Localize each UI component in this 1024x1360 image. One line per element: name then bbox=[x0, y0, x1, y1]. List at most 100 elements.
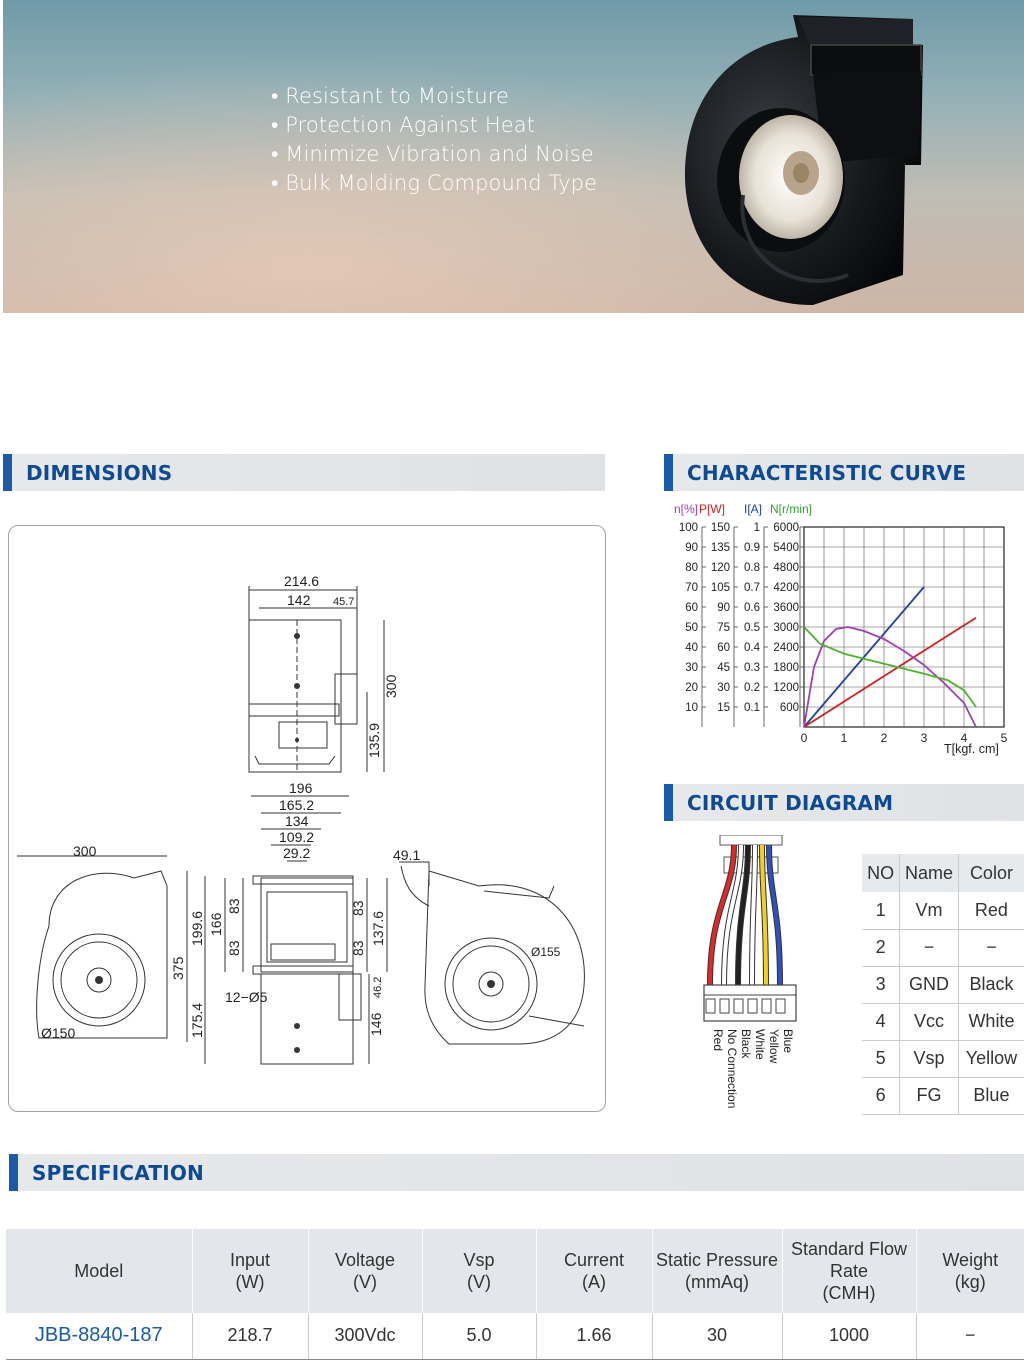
dim-label: 83 bbox=[350, 900, 366, 916]
spec-header: Vsp(V) bbox=[422, 1229, 537, 1313]
feature-item: Resistant to Moisture bbox=[271, 82, 597, 111]
section-title: CHARACTERISTIC CURVE bbox=[687, 461, 967, 485]
x-tick-label: 4 bbox=[961, 731, 968, 745]
y-tick-label: 150 bbox=[711, 522, 730, 534]
spec-voltage: 300Vdc bbox=[308, 1313, 423, 1360]
specification-table: Model Input(W) Voltage(V) Vsp(V) Current… bbox=[6, 1229, 1024, 1360]
spec-header-line: Rate bbox=[829, 1261, 869, 1281]
connector-pin bbox=[733, 998, 744, 1014]
pin-header: Color bbox=[958, 854, 1024, 892]
y-tick-label: 60 bbox=[717, 642, 730, 654]
spec-header: Model bbox=[6, 1229, 193, 1313]
wire-label: Black bbox=[739, 1029, 753, 1059]
y-tick-label: 0.3 bbox=[744, 662, 760, 674]
y-tick-label: 90 bbox=[685, 542, 698, 554]
pin-no: 3 bbox=[862, 966, 901, 1004]
cable-sheath bbox=[719, 835, 783, 846]
y-tick-label: 45 bbox=[717, 662, 730, 674]
spec-header-line: (mmAq) bbox=[685, 1272, 749, 1292]
spec-header-line: Weight bbox=[942, 1250, 999, 1270]
connector-pin bbox=[719, 998, 730, 1014]
spec-header-line: Vsp bbox=[463, 1250, 495, 1270]
dim-label: 175.4 bbox=[189, 1003, 205, 1038]
pin-color: Red bbox=[958, 892, 1024, 930]
pin-color: − bbox=[958, 929, 1024, 967]
spec-header-line: (A) bbox=[582, 1272, 606, 1292]
dim-label: 142 bbox=[287, 592, 311, 608]
dim-label: 300 bbox=[73, 843, 97, 859]
y-tick-label: 5400 bbox=[773, 542, 799, 554]
pin-name: FG bbox=[899, 1077, 959, 1115]
dim-label: 214.6 bbox=[284, 573, 319, 589]
dim-label: 83 bbox=[226, 940, 242, 956]
series-line-I bbox=[803, 586, 925, 728]
feature-item: Bulk Molding Compound Type bbox=[271, 169, 597, 198]
x-tick-label: 1 bbox=[841, 731, 848, 745]
dim-label: Ø150 bbox=[41, 1025, 75, 1041]
y-tick-label: 20 bbox=[685, 682, 698, 694]
y-tick-label: 0.4 bbox=[744, 642, 761, 654]
y-tick-label: 0.2 bbox=[744, 682, 760, 694]
y-tick-label: 75 bbox=[717, 622, 730, 634]
spec-model: JBB-8840-187 bbox=[6, 1313, 193, 1360]
characteristic-curve-chart: n[%]P[W]I[A]N[r/min]10090807060504030201… bbox=[674, 502, 1008, 756]
pin-name: Vcc bbox=[899, 1003, 959, 1041]
connector-pin bbox=[775, 998, 786, 1014]
connector-pin bbox=[747, 998, 758, 1014]
y-tick-label: 6000 bbox=[773, 522, 799, 534]
y-tick-label: 120 bbox=[711, 562, 730, 574]
pin-color: Yellow bbox=[958, 1040, 1024, 1078]
table-row: 2−− bbox=[862, 929, 1024, 967]
wire bbox=[760, 844, 768, 986]
y-tick-label: 0.9 bbox=[744, 542, 760, 554]
spec-weight: − bbox=[916, 1313, 1024, 1360]
spec-current: 1.66 bbox=[536, 1313, 653, 1360]
spec-header-line: Model bbox=[74, 1261, 124, 1281]
spec-header: Static Pressure(mmAq) bbox=[652, 1229, 783, 1313]
series-line-P bbox=[803, 616, 977, 728]
y-tick-label: 70 bbox=[685, 582, 698, 594]
dim-label: 109.2 bbox=[279, 829, 314, 845]
y-tick-label: 10 bbox=[685, 702, 698, 714]
pin-header: NO bbox=[862, 854, 901, 892]
section-title: DIMENSIONS bbox=[26, 461, 173, 485]
y-tick-label: 60 bbox=[685, 602, 698, 614]
dim-label: 300 bbox=[383, 674, 399, 698]
wire-label: Yellow bbox=[767, 1029, 781, 1064]
y-tick-label: 1800 bbox=[773, 662, 799, 674]
series-line-N bbox=[803, 626, 977, 708]
spec-header: Weight(kg) bbox=[916, 1229, 1024, 1313]
dim-label: 146 bbox=[368, 1012, 384, 1036]
dim-label: 196 bbox=[289, 780, 313, 796]
y-tick-label: 40 bbox=[685, 642, 698, 654]
y-tick-label: 1200 bbox=[773, 682, 799, 694]
y-tick-label: 105 bbox=[711, 582, 730, 594]
y-tick-label: 0.5 bbox=[744, 622, 760, 634]
axis-header: P[W] bbox=[699, 502, 725, 516]
section-header-characteristic: CHARACTERISTIC CURVE bbox=[664, 454, 1024, 491]
dim-label: 199.6 bbox=[189, 911, 205, 946]
connector-pin bbox=[705, 998, 716, 1014]
spec-header-line: Standard Flow bbox=[790, 1239, 908, 1259]
axis-header: I[A] bbox=[744, 502, 762, 516]
feature-item: Protection Against Heat bbox=[271, 111, 597, 140]
wire bbox=[750, 844, 757, 986]
y-tick-label: 100 bbox=[679, 522, 698, 534]
dim-label: 135.9 bbox=[366, 723, 382, 758]
pin-no: 2 bbox=[862, 929, 901, 967]
y-tick-label: 600 bbox=[780, 702, 799, 714]
y-tick-label: 1 bbox=[754, 522, 760, 534]
dim-label: 134 bbox=[285, 813, 309, 829]
dim-label: 83 bbox=[226, 898, 242, 914]
y-tick-label: 3600 bbox=[773, 602, 799, 614]
spec-header-line: Voltage bbox=[334, 1250, 396, 1270]
pin-name: Vsp bbox=[899, 1040, 959, 1078]
y-tick-label: 0.6 bbox=[744, 602, 760, 614]
connector-pin bbox=[761, 998, 772, 1014]
wire bbox=[736, 844, 750, 986]
y-tick-label: 135 bbox=[711, 542, 730, 554]
pin-no: 5 bbox=[862, 1040, 901, 1078]
wire-label: Blue bbox=[781, 1029, 795, 1053]
